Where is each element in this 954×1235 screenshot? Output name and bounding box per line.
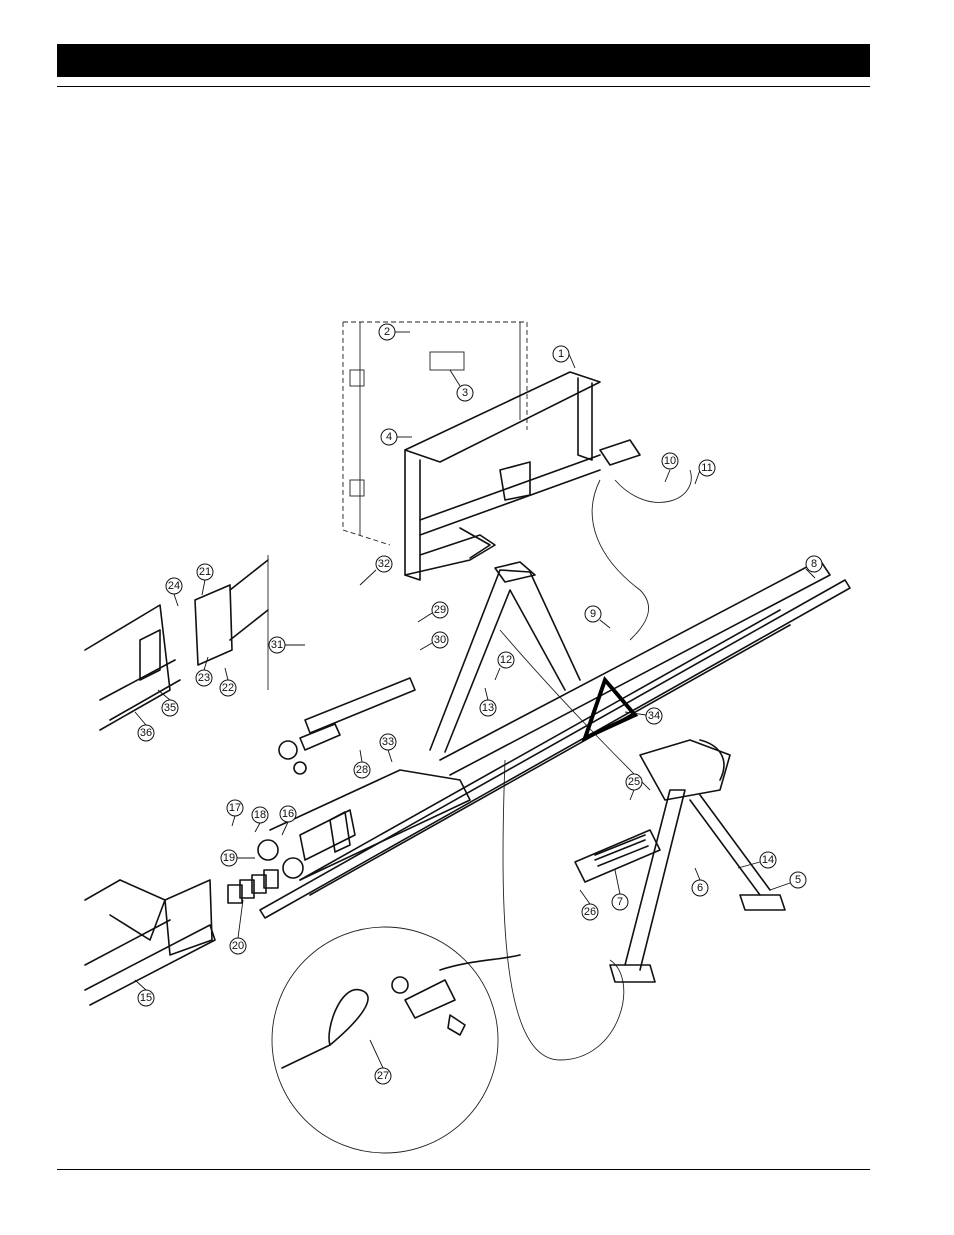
transport-stand [609, 739, 786, 983]
svg-text:18: 18 [254, 809, 266, 821]
svg-text:25: 25 [628, 776, 640, 788]
svg-text:30: 30 [434, 634, 446, 646]
callout-36: 36 [134, 711, 155, 742]
svg-text:1: 1 [558, 348, 564, 360]
header-bar [57, 44, 870, 77]
callout-10: 10 [661, 452, 679, 483]
callout-11: 11 [694, 459, 716, 485]
callout-34: 34 [624, 707, 663, 725]
a-frame-mast [429, 561, 581, 753]
callout-1: 1 [552, 345, 576, 369]
breakaway-assembly [84, 555, 269, 731]
callout-3: 3 [449, 369, 474, 402]
svg-text:11: 11 [701, 462, 712, 474]
svg-text:28: 28 [356, 764, 368, 776]
svg-text:35: 35 [164, 702, 176, 714]
hydraulic-hoses [499, 469, 692, 1061]
callout-33: 33 [379, 733, 397, 763]
svg-text:34: 34 [648, 710, 660, 722]
callout-4: 4 [380, 428, 412, 446]
svg-text:21: 21 [199, 566, 211, 578]
tractor-panel [342, 321, 528, 546]
svg-text:4: 4 [386, 431, 392, 443]
callout-23: 23 [195, 656, 213, 687]
callout-16: 16 [279, 805, 297, 836]
svg-text:19: 19 [223, 852, 235, 864]
svg-text:27: 27 [377, 1070, 389, 1082]
svg-text:5: 5 [795, 874, 801, 886]
callout-18: 18 [251, 806, 269, 833]
callout-15: 15 [134, 979, 155, 1007]
callout-9: 9 [584, 605, 611, 629]
svg-text:13: 13 [482, 702, 494, 714]
svg-text:24: 24 [168, 580, 180, 592]
svg-text:12: 12 [500, 654, 512, 666]
svg-text:7: 7 [617, 896, 623, 908]
callout-24: 24 [165, 577, 183, 607]
callout-20: 20 [229, 899, 247, 955]
svg-text:10: 10 [664, 455, 676, 467]
main-boom-rail [259, 559, 851, 919]
callout-12: 12 [494, 651, 515, 681]
svg-text:6: 6 [697, 882, 703, 894]
callout-27: 27 [369, 1039, 392, 1085]
left-boom-section [84, 879, 216, 1006]
fold-linkage [257, 769, 471, 881]
svg-text:16: 16 [282, 808, 294, 820]
callout-13: 13 [479, 687, 497, 717]
svg-text:14: 14 [762, 854, 774, 866]
svg-text:9: 9 [590, 608, 596, 620]
svg-text:3: 3 [462, 387, 468, 399]
hitch-frame [404, 371, 641, 581]
callout-31: 31 [268, 636, 305, 654]
spacer-plates [227, 869, 279, 904]
svg-text:17: 17 [229, 802, 241, 814]
callout-14: 14 [737, 851, 777, 869]
smv-triangle [581, 676, 639, 742]
callout-19: 19 [220, 849, 255, 867]
svg-text:23: 23 [198, 672, 210, 684]
svg-text:31: 31 [271, 639, 283, 651]
callout-6: 6 [691, 867, 709, 897]
callout-22: 22 [219, 667, 237, 697]
svg-text:33: 33 [382, 736, 394, 748]
callout-25: 25 [625, 773, 643, 801]
callout-29: 29 [417, 601, 449, 623]
svg-text:36: 36 [140, 727, 152, 739]
svg-text:15: 15 [140, 992, 152, 1004]
callout-2: 2 [378, 323, 410, 341]
svg-text:22: 22 [222, 682, 234, 694]
svg-text:29: 29 [434, 604, 446, 616]
header-rule [57, 86, 870, 87]
callout-8: 8 [805, 555, 823, 579]
callout-21: 21 [196, 563, 214, 596]
callout-26: 26 [579, 889, 599, 921]
svg-text:20: 20 [232, 940, 244, 952]
svg-text:26: 26 [584, 906, 596, 918]
ram-cylinder [574, 829, 661, 883]
callout-35: 35 [157, 689, 179, 717]
callout-5: 5 [769, 871, 807, 891]
callout-7: 7 [611, 869, 629, 911]
callout-17: 17 [226, 799, 244, 827]
cable-detail [271, 926, 521, 1154]
footer-rule [57, 1169, 870, 1170]
callout-30: 30 [419, 631, 449, 651]
callout-32: 32 [359, 555, 393, 586]
svg-text:2: 2 [384, 326, 390, 338]
svg-text:32: 32 [378, 558, 390, 570]
hydraulic-cylinder [278, 677, 416, 775]
callout-28: 28 [353, 749, 371, 779]
svg-text:8: 8 [811, 558, 817, 570]
